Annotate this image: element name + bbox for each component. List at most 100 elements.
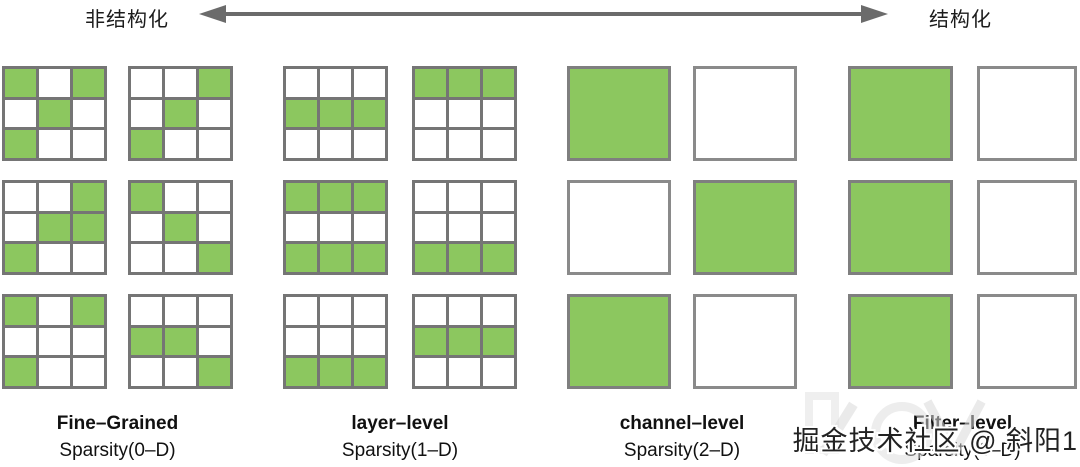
inactive-cell [165, 297, 196, 325]
active-cell [199, 69, 230, 97]
inactive-cell [449, 99, 480, 128]
active-block [567, 66, 671, 161]
inactive-cell [415, 183, 446, 211]
inactive-cell [73, 358, 104, 386]
inactive-cell [449, 183, 480, 211]
inactive-cell [5, 327, 36, 356]
active-cell [165, 99, 196, 128]
inactive-cell [483, 130, 514, 158]
inactive-cell [415, 99, 446, 128]
inactive-cell [199, 99, 230, 128]
inactive-cell [286, 130, 317, 158]
inactive-cell [354, 130, 385, 158]
active-cell [73, 69, 104, 97]
active-cell [131, 327, 162, 356]
sparsity-grid [283, 66, 388, 161]
active-cell [39, 213, 70, 242]
inactive-cell [165, 130, 196, 158]
active-block [848, 294, 953, 389]
inactive-cell [483, 358, 514, 386]
active-cell [5, 130, 36, 158]
active-block [693, 180, 797, 275]
inactive-cell [39, 327, 70, 356]
active-cell [320, 358, 351, 386]
active-cell [415, 244, 446, 272]
group-fine-grained-grids [2, 66, 233, 389]
inactive-cell [449, 213, 480, 242]
inactive-cell [131, 297, 162, 325]
caption-subtitle: Sparsity(2–D) [623, 440, 741, 461]
sparsity-grid [412, 66, 517, 161]
active-block [848, 180, 953, 275]
inactive-block [693, 294, 797, 389]
inactive-block [977, 66, 1077, 161]
inactive-cell [73, 99, 104, 128]
inactive-cell [415, 297, 446, 325]
active-cell [483, 69, 514, 97]
inactive-cell [39, 244, 70, 272]
sparsity-grid [412, 180, 517, 275]
active-cell [320, 99, 351, 128]
inactive-cell [286, 69, 317, 97]
spectrum-arrow-shaft [224, 12, 864, 16]
inactive-cell [415, 358, 446, 386]
active-cell [199, 244, 230, 272]
active-cell [286, 358, 317, 386]
inactive-cell [5, 183, 36, 211]
active-cell [73, 213, 104, 242]
inactive-cell [199, 130, 230, 158]
inactive-cell [320, 130, 351, 158]
inactive-cell [354, 213, 385, 242]
inactive-block [567, 180, 671, 275]
active-cell [449, 327, 480, 356]
inactive-cell [39, 358, 70, 386]
sparsity-grid [283, 294, 388, 389]
inactive-cell [5, 99, 36, 128]
inactive-cell [165, 244, 196, 272]
inactive-cell [73, 244, 104, 272]
active-cell [286, 99, 317, 128]
active-cell [354, 244, 385, 272]
active-cell [165, 327, 196, 356]
inactive-cell [39, 69, 70, 97]
inactive-cell [483, 183, 514, 211]
active-cell [320, 183, 351, 211]
sparsity-grid [412, 294, 517, 389]
watermark-text: 掘金技术社区 @ 斜阳1 [792, 426, 1078, 456]
active-cell [286, 244, 317, 272]
active-cell [483, 327, 514, 356]
inactive-cell [483, 297, 514, 325]
inactive-cell [354, 327, 385, 356]
inactive-cell [483, 213, 514, 242]
active-cell [286, 183, 317, 211]
caption-title: channel–level [619, 413, 745, 434]
inactive-cell [354, 297, 385, 325]
inactive-cell [5, 213, 36, 242]
inactive-cell [286, 327, 317, 356]
group-layer-level-grids [283, 66, 517, 389]
active-cell [483, 244, 514, 272]
inactive-cell [73, 130, 104, 158]
inactive-cell [415, 130, 446, 158]
active-cell [5, 297, 36, 325]
active-block [567, 294, 671, 389]
active-cell [131, 130, 162, 158]
inactive-cell [286, 297, 317, 325]
inactive-cell [131, 69, 162, 97]
active-cell [449, 244, 480, 272]
active-cell [320, 244, 351, 272]
active-cell [165, 213, 196, 242]
arrow-left-head-icon [199, 5, 226, 23]
inactive-cell [483, 99, 514, 128]
active-cell [73, 183, 104, 211]
inactive-cell [320, 69, 351, 97]
caption-title: layer–level [351, 413, 449, 434]
group-channel-level-grids [567, 66, 797, 389]
inactive-block [977, 294, 1077, 389]
inactive-cell [39, 130, 70, 158]
inactive-cell [320, 213, 351, 242]
sparsity-grid [2, 294, 107, 389]
active-cell [131, 183, 162, 211]
inactive-cell [199, 213, 230, 242]
active-cell [5, 244, 36, 272]
